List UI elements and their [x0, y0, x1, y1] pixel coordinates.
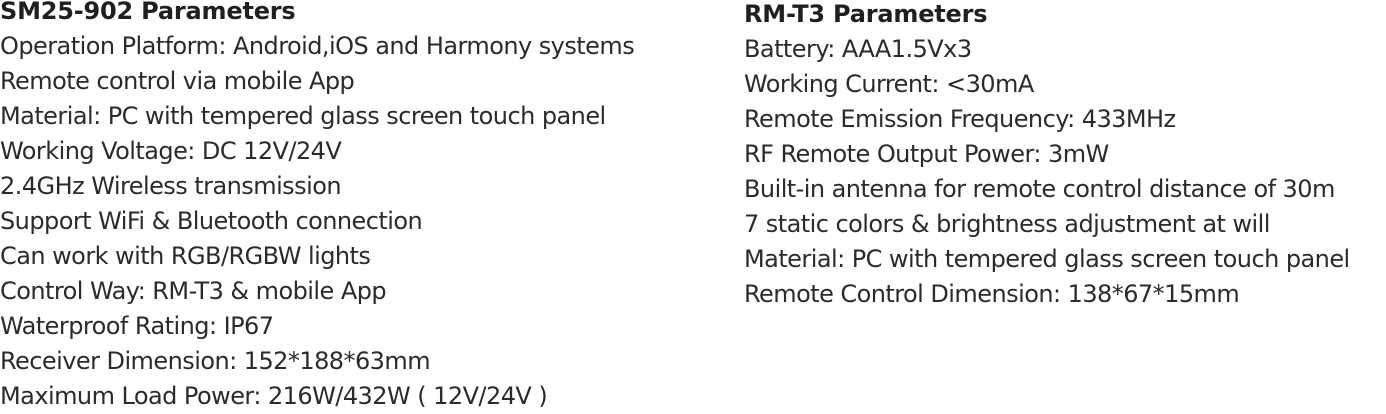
spec-emission-frequency: Remote Emission Frequency: 433MHz [744, 105, 1176, 133]
spec-material: Material: PC with tempered glass screen … [744, 245, 1350, 273]
spec-receiver-dimension: Receiver Dimension: 152*188*63mm [0, 347, 431, 375]
sm25-902-heading: SM25-902 Parameters [0, 0, 296, 25]
spec-rf-output-power: RF Remote Output Power: 3mW [744, 140, 1109, 168]
spec-working-voltage: Working Voltage: DC 12V/24V [0, 137, 342, 165]
spec-static-colors: 7 static colors & brightness adjustment … [744, 210, 1270, 238]
spec-maximum-load-power: Maximum Load Power: 216W/432W ( 12V/24V … [0, 382, 548, 410]
rm-t3-spec-list: Battery: AAA1.5Vx3 Working Current: <30m… [744, 32, 1386, 312]
spec-working-current: Working Current: <30mA [744, 70, 1034, 98]
spec-compatible-lights: Can work with RGB/RGBW lights [0, 242, 371, 270]
sm25-902-spec-list: Operation Platform: Android,iOS and Harm… [0, 29, 700, 414]
spec-material: Material: PC with tempered glass screen … [0, 102, 606, 130]
spec-control-way: Control Way: RM-T3 & mobile App [0, 277, 387, 305]
sm25-902-parameters-section: SM25-902 Parameters Operation Platform: … [0, 0, 700, 414]
spec-battery: Battery: AAA1.5Vx3 [744, 35, 972, 63]
spec-antenna-distance: Built-in antenna for remote control dist… [744, 175, 1335, 203]
spec-wireless-transmission: 2.4GHz Wireless transmission [0, 172, 342, 200]
spec-waterproof-rating: Waterproof Rating: IP67 [0, 312, 274, 340]
spec-remote-control-app: Remote control via mobile App [0, 67, 355, 95]
rm-t3-heading: RM-T3 Parameters [744, 0, 988, 28]
rm-t3-parameters-section: RM-T3 Parameters Battery: AAA1.5Vx3 Work… [744, 0, 1386, 312]
spec-remote-dimension: Remote Control Dimension: 138*67*15mm [744, 280, 1240, 308]
spec-operation-platform: Operation Platform: Android,iOS and Harm… [0, 32, 635, 60]
spec-wifi-bluetooth: Support WiFi & Bluetooth connection [0, 207, 423, 235]
